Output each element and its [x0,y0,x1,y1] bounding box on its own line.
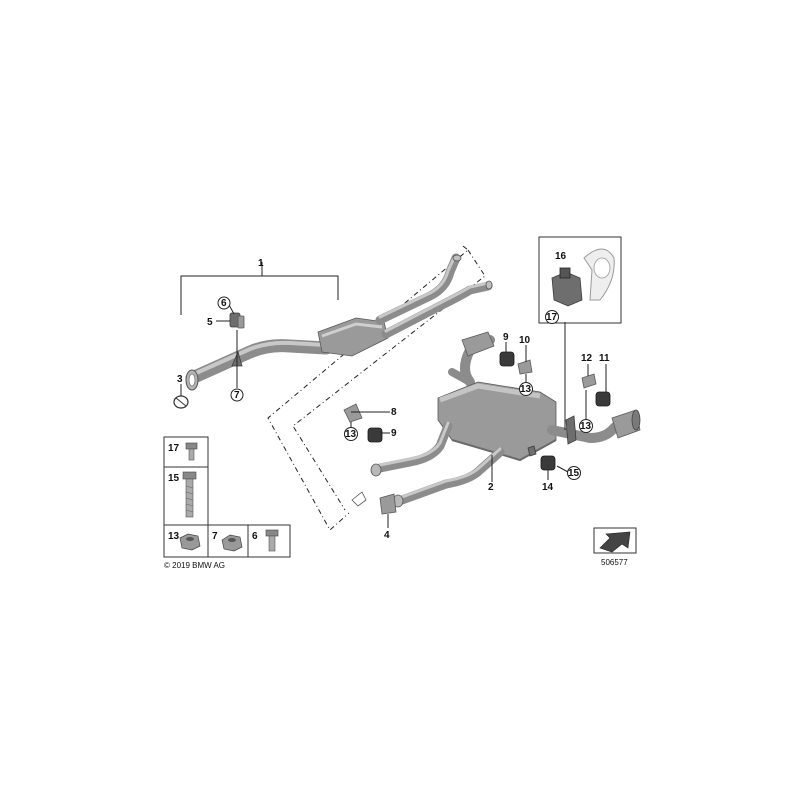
front-hanger [229,312,245,329]
copyright-text: © 2019 BMW AG [164,561,225,570]
label-2: 2 [488,482,494,493]
label-13-mid: 13 [520,384,532,395]
legend-label-7: 7 [212,531,218,542]
bracket-8 [343,403,363,423]
legend-label-17: 17 [168,443,180,454]
bracket-12 [581,373,597,389]
legend-label-13: 13 [168,531,180,542]
rubber-mount-14 [540,455,556,471]
rear-silencer-assembly [351,331,641,515]
rubber-mount-9-lower [367,427,383,443]
leader-lines [180,302,607,528]
nut-7-icon [221,534,243,552]
label-9-lower: 9 [391,428,397,439]
label-5: 5 [207,317,213,328]
diagram-id: 506577 [601,558,628,567]
bolt-6-icon [265,529,279,552]
label-16: 16 [555,251,567,262]
label-1: 1 [258,258,264,269]
label-7: 7 [234,390,240,401]
label-14: 14 [542,482,554,493]
rubber-mounts [343,351,611,471]
label-11: 11 [599,353,610,364]
label-8: 8 [391,407,397,418]
dashed-assembly-outline [267,245,486,531]
rubber-mount-11 [595,391,611,407]
rubber-mount-9-upper [499,351,515,367]
legend-label-6: 6 [252,531,258,542]
actuator-inset [538,236,622,330]
part-1-bracket [180,262,339,315]
bolt-15-icon [182,471,197,518]
orientation-icon-box [593,527,637,554]
label-17-inset: 17 [546,312,558,323]
label-13-right: 13 [580,421,592,432]
fastener-legend: 17 15 13 7 6 [163,436,291,558]
direction-arrow-icon [599,531,631,553]
label-13-left: 13 [345,429,357,440]
label-9-upper: 9 [503,332,509,343]
bracket-10 [517,359,533,375]
label-3: 3 [177,374,183,385]
label-6: 6 [221,298,227,309]
label-12: 12 [581,353,593,364]
part-numbers: 1 3 6 5 7 8 13 9 9 10 13 12 11 13 15 14 … [177,251,610,541]
label-10: 10 [519,335,531,346]
bolt-17-icon [185,442,198,461]
nut-13-icon [179,533,201,551]
legend-label-15: 15 [168,473,180,484]
clamp-ring [173,395,189,409]
label-15: 15 [568,468,580,479]
label-4: 4 [384,530,390,541]
